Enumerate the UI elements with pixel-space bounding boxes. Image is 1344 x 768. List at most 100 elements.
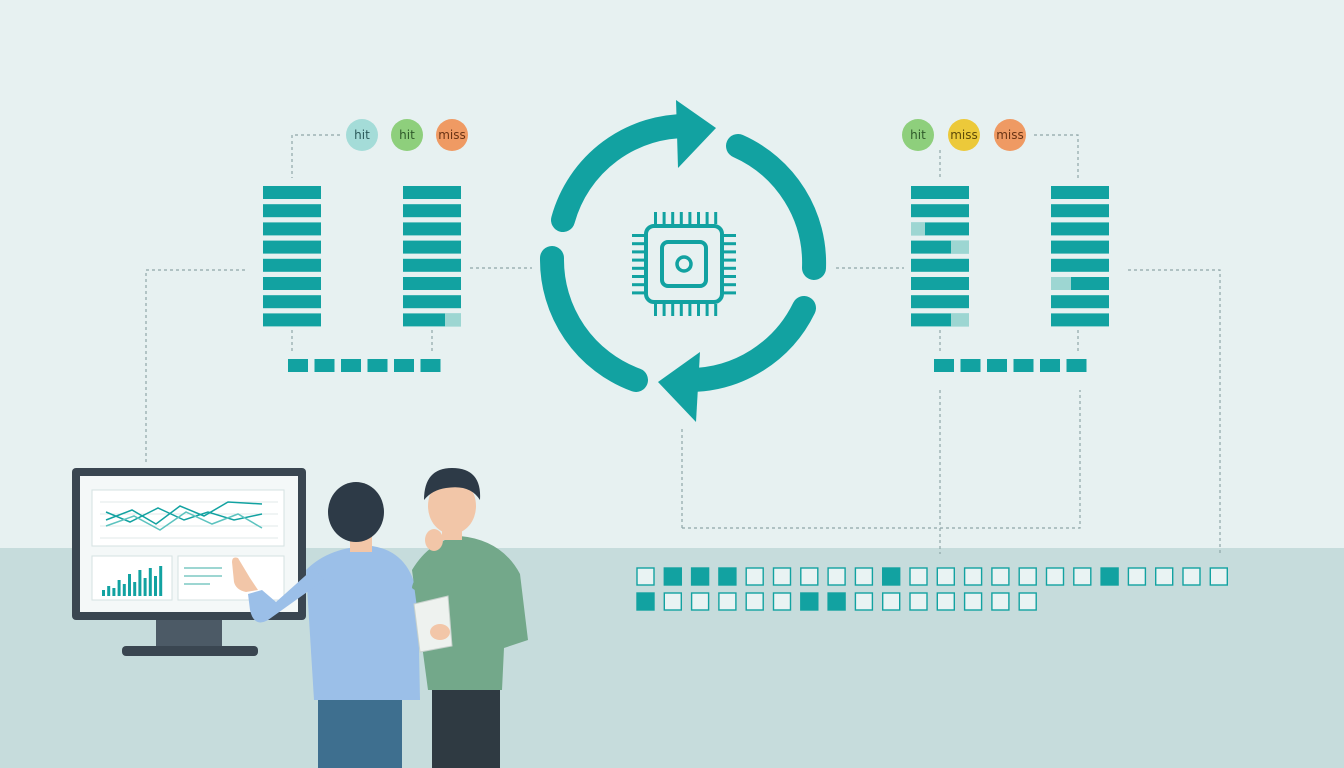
cpu-pin-right-6: [724, 283, 736, 287]
left-badge-1-label: hit: [399, 128, 415, 142]
cpu-pin-right-1: [724, 242, 736, 246]
cycle-arc-right: [726, 134, 827, 280]
right-block-row-block-4: [1040, 359, 1060, 372]
person-thinking: [412, 468, 528, 768]
cycle-arc-left: [539, 246, 648, 392]
cpu-pin-top-5: [697, 212, 700, 224]
memory-cell-r0-c21: [1209, 567, 1229, 586]
memory-cell-r0-c15: [1045, 567, 1065, 586]
memory-cell-r1-c8: [854, 592, 874, 611]
cpu-pin-top-7: [714, 212, 718, 224]
screen-bar-8: [143, 578, 147, 596]
left-stack-b-line-3: [403, 240, 461, 254]
right-stack-b-line-2: [1051, 222, 1109, 236]
cpu-pin-top-0: [654, 212, 657, 224]
right-cache-group: hit miss miss: [836, 119, 1221, 554]
left-stack-a-line-2: [263, 222, 321, 236]
person-pointing-hand: [232, 557, 258, 592]
right-cache-to-memory-connector: [1128, 269, 1221, 554]
cpu-pin-bottom-6: [705, 304, 709, 316]
cpu-pin-left-2: [632, 250, 644, 254]
right-stack-b-line-3: [1051, 240, 1109, 254]
left-cache-group: hit hit miss: [145, 119, 532, 462]
cpu-pin-right-2: [724, 250, 736, 254]
cpu-pin-left-7: [632, 291, 644, 295]
cpu-pin-bottom-3: [679, 304, 683, 316]
left-badge-2-label: miss: [438, 128, 466, 142]
right-stack-a-line-4: [911, 258, 969, 272]
left-stack-b-line-4: [403, 258, 461, 272]
memory-cell-r0-c12: [963, 567, 983, 586]
screen-bar-4: [122, 584, 126, 596]
right-stack-b-line-4: [1051, 258, 1109, 272]
cpu-pin-top-1: [662, 212, 666, 224]
screen-bar-11: [159, 566, 163, 596]
right-block-row-block-2: [987, 359, 1007, 372]
screen-bar-2: [112, 588, 116, 596]
left-badge-1-circle: [391, 119, 423, 151]
right-block-row-block-0: [934, 359, 954, 372]
cpu-chip-icon: [632, 212, 736, 316]
right-stack-a-line-1: [911, 204, 969, 218]
memory-cell-r0-c4: [745, 567, 764, 586]
cpu-pin-left-3: [632, 258, 644, 262]
cpu-pin-top-3: [679, 212, 683, 224]
person-thinking-face: [428, 478, 476, 534]
cpu-core-glyph: [675, 255, 693, 273]
right-badge-0-label: hit: [910, 128, 926, 142]
screen-bar-3: [117, 580, 121, 596]
right-stack-a-line-6: [911, 295, 969, 309]
right-badge-2-circle: [994, 119, 1026, 151]
cycle-arc-top: [551, 113, 702, 232]
memory-cell-r1-c3: [718, 592, 737, 611]
person-thinking-arm-raised: [412, 560, 430, 591]
left-stack-b-line-0: [403, 186, 461, 199]
monitor-base: [122, 646, 258, 656]
person-pointing-arm: [248, 568, 324, 623]
cpu-pin-right-3: [724, 258, 736, 262]
memory-cell-r1-c13: [991, 592, 1010, 611]
right-block-row-block-3: [1013, 359, 1034, 372]
cpu-pin-right-5: [724, 275, 736, 278]
memory-cell-r0-c3: [718, 567, 737, 586]
memory-cell-r0-c18: [1127, 567, 1147, 586]
memory-cell-r0-c11: [936, 567, 955, 586]
right-stack-b-line-0: [1051, 186, 1109, 199]
screen-text-panel: [177, 555, 285, 601]
memory-cell-r1-c12: [963, 592, 983, 611]
memory-cell-r0-c17: [1100, 567, 1119, 586]
cpu-pin-left-1: [632, 242, 644, 246]
right-stack-a-line-0: [911, 186, 969, 199]
memory-cell-r0-c16: [1073, 567, 1092, 586]
left-block-row-block-2: [341, 359, 361, 372]
left-stack-b-line-6: [403, 295, 461, 309]
memory-cell-r1-c6: [800, 592, 819, 611]
right-stack-b-line-1: [1051, 204, 1109, 218]
right-block-row-block-1: [960, 359, 981, 372]
monitor: [72, 468, 306, 656]
cpu-pin-left-5: [632, 275, 644, 278]
bottom-feedback-connector: [682, 390, 1081, 529]
left-block-row-block-3: [367, 359, 388, 372]
cpu-pin-right-0: [724, 234, 736, 237]
main-memory-grid: [636, 567, 1229, 611]
memory-cell-r0-c0: [636, 567, 655, 586]
left-stack-b-line-2: [403, 222, 461, 236]
left-stack-b-line-5: [403, 277, 461, 290]
left-stack-a-line-5: [263, 277, 321, 290]
left-stack-a-line-0: [263, 186, 321, 199]
memory-cell-r0-c9: [882, 567, 901, 586]
memory-cell-r0-c6: [800, 567, 819, 586]
left-cache-stack-b: [403, 186, 461, 327]
right-stack-b-line-5-partial: [1051, 277, 1071, 290]
cycle-arc-bottom: [678, 296, 816, 392]
person-pointing-head: [328, 482, 384, 542]
screen-line-series-1: [105, 501, 263, 525]
person-pointing-trousers: [318, 696, 402, 768]
memory-cell-r0-c2: [690, 567, 710, 586]
cpu-pin-top-6: [705, 212, 709, 224]
memory-cell-r1-c9: [882, 592, 901, 611]
right-badge-1-label: miss: [950, 128, 978, 142]
